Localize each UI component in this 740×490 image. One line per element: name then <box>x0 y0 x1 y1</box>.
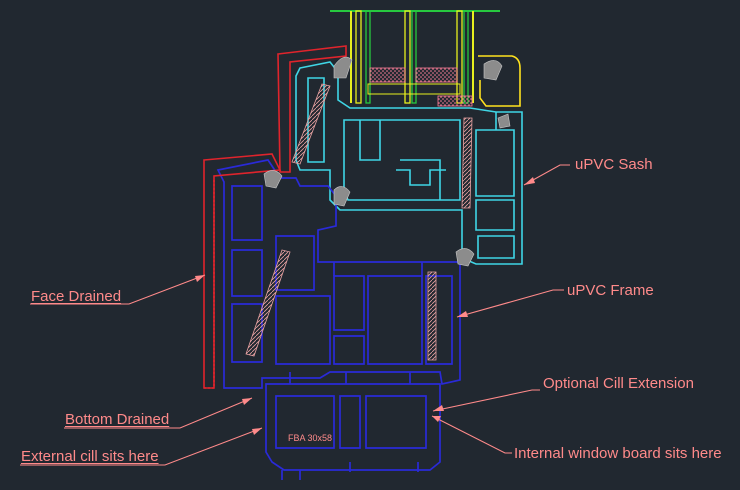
label-external-cill: External cill sits here <box>21 448 159 465</box>
label-upvc-sash: uPVC Sash <box>575 156 653 173</box>
glazing-bead <box>478 55 521 107</box>
glazing-unit <box>330 10 500 107</box>
leader-external-cill <box>20 427 263 466</box>
leader-upvc-frame <box>456 289 564 318</box>
label-optional-cill-extension: Optional Cill Extension <box>543 375 694 392</box>
leader-upvc-sash <box>523 164 570 186</box>
label-upvc-frame: uPVC Frame <box>567 282 654 299</box>
face-drained-cladding <box>203 45 347 389</box>
leader-lines <box>20 164 570 466</box>
leader-face-drained <box>30 274 206 305</box>
gaskets <box>263 56 511 267</box>
upvc-sash-profile <box>295 61 523 265</box>
reinforcement-strips <box>245 83 473 361</box>
label-cill-size: FBA 30x58 <box>288 433 333 443</box>
leader-optional-cill <box>432 389 540 412</box>
label-face-drained: Face Drained <box>31 288 122 305</box>
leader-internal-board <box>431 415 512 454</box>
label-internal-window-board: Internal window board sits here <box>514 445 722 462</box>
leader-arrowheads <box>195 177 535 435</box>
label-bottom-drained: Bottom Drained <box>65 411 170 428</box>
cill-extension-profile <box>265 372 441 480</box>
leader-bottom-drained <box>64 397 253 429</box>
